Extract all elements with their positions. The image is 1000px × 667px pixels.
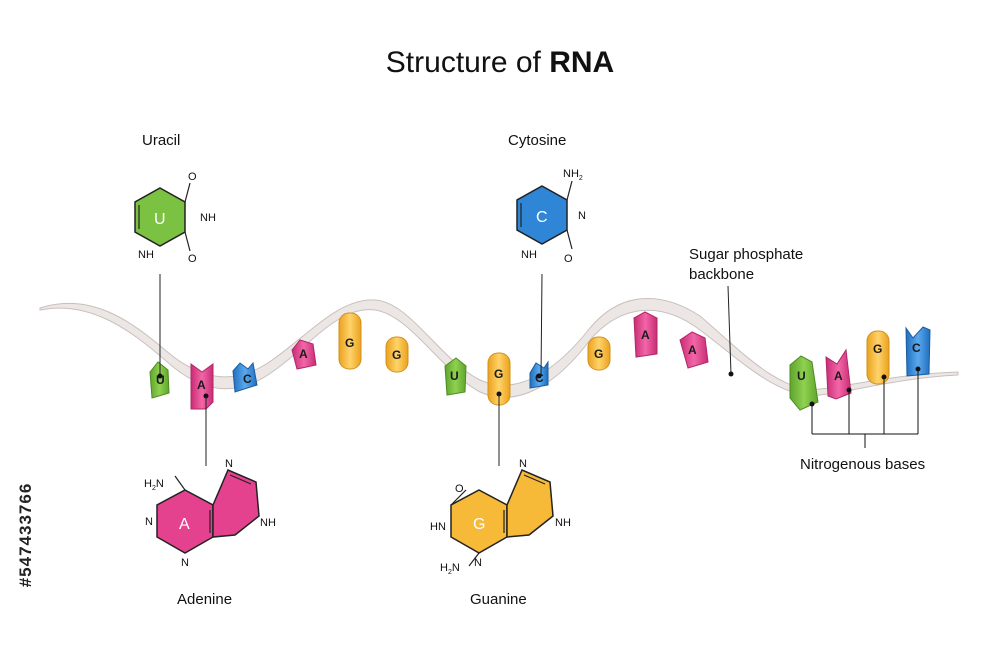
svg-text:A: A (688, 343, 697, 357)
svg-text:N: N (181, 557, 189, 569)
legend-base-cytosine: C (905, 326, 931, 377)
svg-text:U: U (797, 369, 806, 383)
backbone-label-line2: backbone (689, 266, 754, 283)
svg-text:N: N (519, 458, 527, 470)
svg-text:NH: NH (260, 517, 276, 529)
legend-base-uracil: U (789, 355, 819, 411)
strand-base-adenine: A (633, 311, 658, 358)
svg-text:H2N: H2N (144, 478, 164, 492)
legend-base-guanine: G (866, 330, 890, 385)
svg-text:O: O (188, 253, 197, 265)
svg-text:C: C (912, 341, 921, 355)
strand-base-adenine: A (291, 339, 317, 370)
guanine-label: Guanine (470, 591, 527, 608)
svg-text:A: A (299, 347, 308, 361)
svg-text:NH: NH (200, 212, 216, 224)
strand-base-adenine: A (679, 331, 709, 369)
strand-base-cytosine: C (529, 360, 549, 389)
svg-text:G: G (594, 347, 603, 361)
svg-text:H2N: H2N (440, 562, 460, 576)
svg-text:NH: NH (555, 517, 571, 529)
svg-text:U: U (450, 369, 459, 383)
strand-base-cytosine: C (232, 361, 258, 393)
svg-text:NH: NH (138, 249, 154, 261)
svg-text:N: N (474, 557, 482, 569)
backbone-pointer-line (727, 285, 732, 375)
svg-text:A: A (197, 378, 206, 392)
uracil-pointer-dot (157, 373, 163, 379)
adenine-label: Adenine (177, 591, 232, 608)
svg-text:A: A (641, 328, 650, 342)
strand-bases: U A C A G G U (149, 311, 709, 410)
nitrogenous-bases-bracket (811, 369, 919, 448)
legend-base-adenine: A (825, 348, 852, 400)
backbone-pointer-dot (728, 371, 734, 377)
strand-base-guanine: G (587, 336, 611, 371)
page-title: Structure of RNA (386, 46, 614, 79)
strand-base-adenine: A (190, 363, 214, 410)
guanine-molecule: G O N HN NH N H2N (430, 458, 571, 576)
svg-text:N: N (225, 458, 233, 470)
uracil-label: Uracil (142, 132, 180, 149)
svg-text:A: A (834, 369, 843, 383)
svg-text:HN: HN (430, 521, 446, 533)
cytosine-pointer-line (540, 273, 543, 377)
cytosine-label: Cytosine (508, 132, 566, 149)
svg-text:A: A (179, 516, 190, 533)
strand-base-uracil: U (444, 357, 467, 396)
svg-text:NH2: NH2 (563, 168, 583, 182)
svg-text:G: G (873, 342, 882, 356)
svg-text:N: N (145, 516, 153, 528)
svg-text:N: N (578, 210, 586, 222)
svg-text:C: C (536, 209, 548, 226)
nitrogenous-bases-label: Nitrogenous bases (800, 456, 925, 473)
svg-text:G: G (392, 348, 401, 362)
svg-text:G: G (494, 367, 503, 381)
svg-text:C: C (243, 372, 252, 386)
strand-base-uracil: U (149, 361, 170, 399)
cytosine-molecule: C NH2 N O NH (516, 168, 586, 265)
legend-bases: U A G C (789, 326, 931, 448)
svg-text:U: U (156, 373, 165, 387)
stock-id-watermark: #547433766 (16, 482, 35, 588)
adenine-molecule: A H2N N N N NH (144, 458, 276, 569)
svg-text:G: G (473, 516, 485, 533)
svg-text:G: G (345, 336, 354, 350)
strand-base-guanine: G (385, 336, 409, 373)
svg-text:O: O (188, 171, 197, 183)
svg-text:O: O (455, 483, 464, 495)
strand-base-guanine: G (338, 312, 362, 370)
uracil-molecule: U O NH O NH (134, 171, 216, 265)
svg-text:NH: NH (521, 249, 537, 261)
svg-text:O: O (564, 253, 573, 265)
svg-text:U: U (154, 211, 166, 228)
backbone-label-line1: Sugar phosphate (689, 246, 803, 263)
